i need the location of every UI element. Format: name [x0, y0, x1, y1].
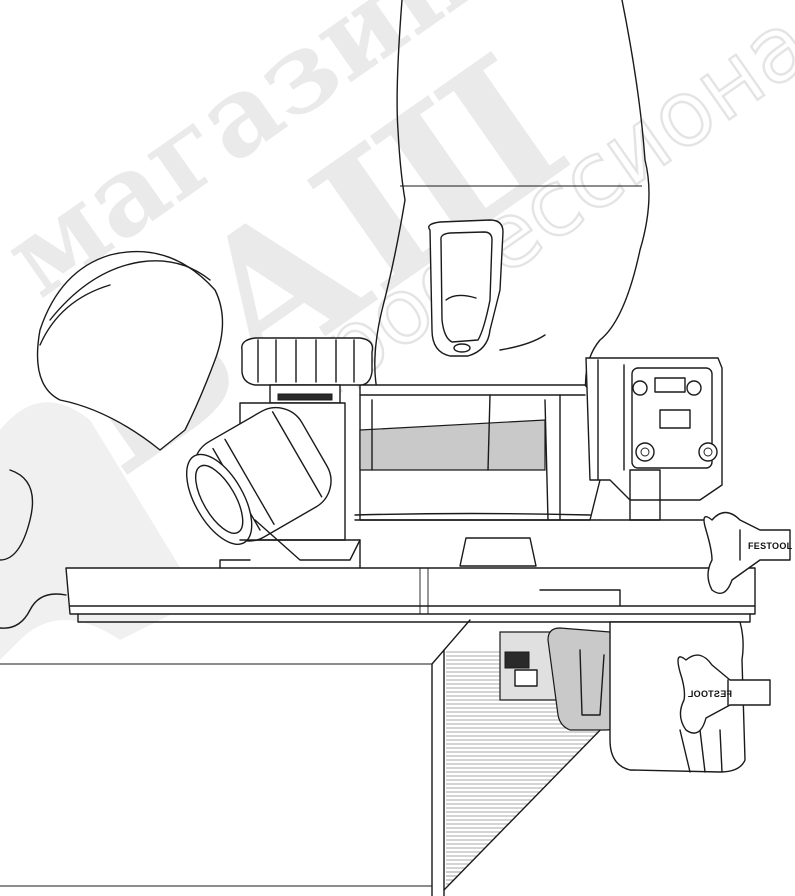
- clamp-knob-upper: FESTOOL: [703, 511, 793, 594]
- bracket-screw-bottom-left: [635, 442, 655, 462]
- router-base-plate: [65, 519, 756, 623]
- clamp-knob-lower: FESTOOL: [677, 654, 771, 734]
- bracket-screw-top-right: [686, 380, 702, 396]
- knob-brand-label: FESTOOL: [748, 541, 793, 551]
- router-mid-body: [354, 384, 601, 521]
- bracket-screw-bottom-right: [698, 442, 718, 462]
- guide-roller: [504, 651, 530, 669]
- hose-opening: [185, 453, 253, 545]
- knob-lower-brand-label: FESTOOL: [687, 689, 732, 699]
- handle-button: [453, 343, 471, 353]
- power-cable: [0, 593, 67, 629]
- extraction-hood: [36, 250, 224, 451]
- bracket-screw-top-left: [632, 380, 648, 396]
- edge-guide: [499, 621, 746, 773]
- router-motor-housing: [374, 0, 650, 396]
- fence-bracket: [585, 357, 723, 521]
